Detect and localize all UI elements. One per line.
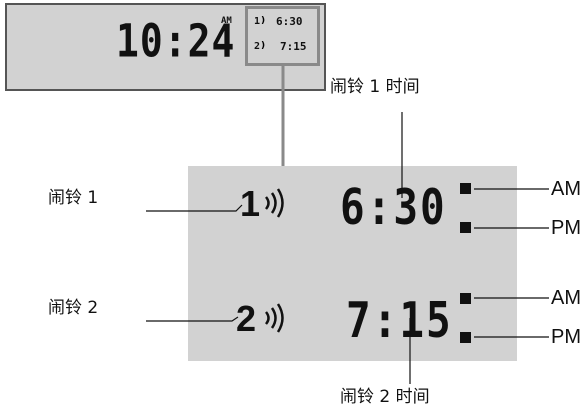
alarm2-pm-indicator [460,332,471,343]
mini-alarm1-sound-icon: ) [261,16,266,26]
mini-alarm2-sound-icon: ) [261,41,266,51]
mini-alarm1-number: 1 [254,16,261,27]
alarm1-time: 6:30 [340,178,447,236]
alarm2-pm-label: PM [551,326,581,348]
zoomed-alarm-display [188,166,517,361]
alarm1-caption: 闹铃 1 [48,188,99,208]
alarm1-sound-icon [262,186,288,220]
alarm2-time: 7:15 [346,291,453,349]
alarm2-am-label: AM [551,287,581,309]
alarm1-am-label: AM [551,178,581,200]
mini-alarm1-time: 6:30 [276,15,303,28]
alarm2-am-indicator [460,293,471,304]
current-time: 10:24 [116,14,236,68]
alarm-section-highlight [245,6,320,66]
alarm2-caption: 闹铃 2 [48,298,99,318]
alarm2-time-caption: 闹铃 2 时间 [340,387,430,407]
alarm2-sound-icon [262,301,288,335]
alarm1-time-caption: 闹铃 1 时间 [330,77,420,97]
clock-display [5,3,326,91]
alarm2-number: 2 [236,298,257,339]
alarm1-number: 1 [240,183,261,224]
current-meridiem: AM [221,16,232,26]
alarm1-pm-label: PM [551,217,581,239]
alarm1-am-indicator [460,183,471,194]
mini-alarm2-time: 7:15 [280,40,307,53]
alarm1-pm-indicator [460,222,471,233]
mini-alarm2-number: 2 [254,41,261,52]
